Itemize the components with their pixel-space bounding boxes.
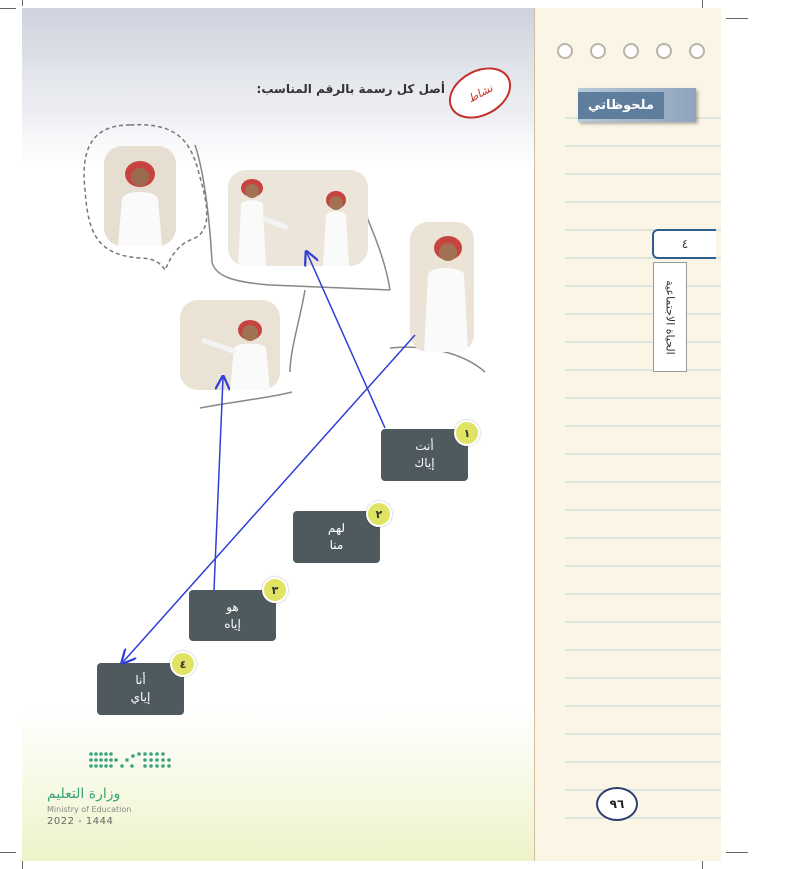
exercise-instruction: أصل كل رسمة بالرقم المناسب: bbox=[256, 82, 445, 96]
arrow-1 bbox=[307, 253, 386, 429]
two-boys-figure-icon bbox=[228, 170, 368, 266]
pronoun-box-2[interactable]: لهم منا bbox=[293, 511, 380, 563]
pronoun-text: منا bbox=[329, 538, 344, 552]
edition-year: 2022 - 1444 bbox=[47, 816, 114, 827]
pronoun-text: إياه bbox=[224, 616, 241, 631]
pronoun-text: أنا bbox=[135, 673, 146, 687]
pronoun-text: إياك bbox=[414, 456, 435, 470]
pronoun-text: أنت bbox=[415, 439, 434, 453]
unit-title: الحياة الاجتماعية bbox=[663, 279, 677, 355]
crop-mark bbox=[726, 852, 748, 853]
ministry-name-english: Ministry of Education bbox=[47, 805, 132, 814]
boy-other-figure-icon bbox=[180, 300, 280, 390]
number-badge-1: ١ bbox=[454, 420, 480, 446]
photo-boy-pointing-self bbox=[410, 222, 474, 352]
crop-mark bbox=[726, 18, 748, 19]
crop-mark bbox=[22, 858, 23, 869]
pronoun-box-1[interactable]: أنت إياك bbox=[381, 429, 468, 481]
pronoun-text: إياي bbox=[130, 690, 151, 704]
boy-figure-icon bbox=[104, 146, 176, 246]
arrow-3 bbox=[213, 378, 223, 591]
notes-title: ملحوظاتي bbox=[578, 91, 665, 119]
binder-ring bbox=[557, 43, 573, 59]
pronoun-text: هو bbox=[226, 599, 239, 614]
pronoun-box-4[interactable]: أنا إياي bbox=[97, 663, 184, 715]
ruled-lines bbox=[565, 117, 721, 819]
photo-two-boys-pointing bbox=[228, 170, 368, 266]
binder-ring bbox=[623, 43, 639, 59]
unit-title-tab: الحياة الاجتماعية bbox=[653, 262, 687, 372]
answer-arrows bbox=[0, 0, 416, 720]
boy-self-figure-icon bbox=[410, 222, 474, 352]
ministry-name-arabic: وزارة التعليم bbox=[47, 786, 121, 802]
pronoun-text: لهم bbox=[327, 521, 346, 535]
crop-mark bbox=[22, 0, 23, 6]
number-badge-3: ٣ bbox=[262, 577, 288, 603]
page-number: ٩٦ bbox=[596, 787, 638, 821]
notes-column bbox=[534, 8, 721, 861]
number-badge-4: ٤ bbox=[170, 651, 196, 677]
frame-line bbox=[199, 391, 293, 409]
photo-boy-standing bbox=[104, 146, 176, 246]
drawing-outlines bbox=[83, 123, 486, 409]
binder-ring bbox=[656, 43, 672, 59]
crop-mark bbox=[0, 852, 16, 853]
header-band bbox=[22, 8, 534, 133]
dashed-thought-bubble bbox=[83, 123, 208, 272]
pronoun-box-3[interactable]: هو إياه bbox=[189, 590, 276, 641]
number-badge-2: ٢ bbox=[366, 501, 392, 527]
binder-ring bbox=[689, 43, 705, 59]
frame-line bbox=[289, 289, 306, 373]
ministry-logo-icon bbox=[89, 752, 171, 768]
notes-title-tab: ملحوظاتي bbox=[578, 88, 696, 122]
frame-line bbox=[194, 144, 391, 291]
unit-number: ٤ bbox=[652, 229, 716, 259]
arrow-4 bbox=[123, 334, 416, 662]
crop-mark bbox=[0, 8, 16, 9]
binder-ring bbox=[590, 43, 606, 59]
